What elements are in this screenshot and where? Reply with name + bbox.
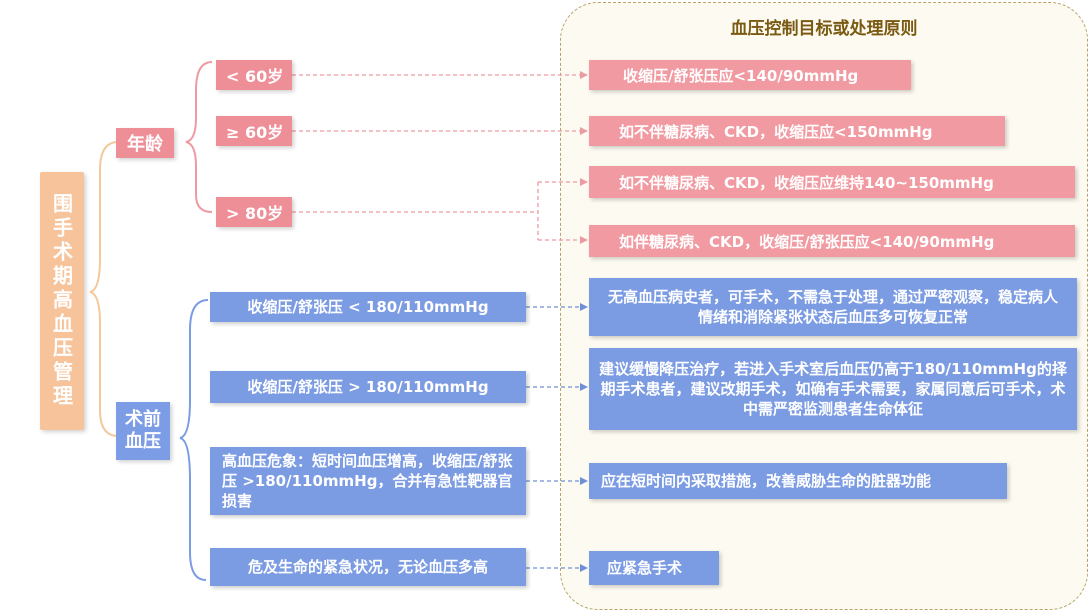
bp-condition-2: 收缩压/舒张压 > 180/110mmHg [210,371,526,403]
age-brace [185,61,213,213]
age-target-2: 如不伴糖尿病、CKD，收缩压应<150mmHg [589,116,1005,146]
age-node-over-80: > 80岁 [216,197,292,227]
age-target-3: 如不伴糖尿病、CKD，收缩压应维持140~150mmHg [589,166,1075,198]
bp-action-3: 应在短时间内采取措施，改善威胁生命的脏器功能 [589,463,1007,499]
root-node: 围手术期高血压管理 [40,172,84,430]
bp-brace [179,299,209,581]
age-target-1: 收缩压/舒张压应<140/90mmHg [589,60,911,90]
age-node-60-plus: ≥ 60岁 [216,116,292,146]
bp-condition-3: 高血压危象：短时间血压增高，收缩压/舒张压 >180/110mmHg，合并有急性… [210,447,526,515]
age-node-under-60: < 60岁 [216,60,292,90]
arrow-head [580,127,588,135]
bp-action-2: 建议缓慢降压治疗，若进入手术室后血压仍高于180/110mmHg的择期手术患者，… [589,348,1077,430]
root-brace [89,141,119,437]
bp-condition-4: 危及生命的紧急状况，无论血压多高 [210,548,526,586]
age-target-4: 如伴糖尿病、CKD，收缩压/舒张压应<140/90mmHg [589,225,1075,257]
panel-title: 血压控制目标或处理原则 [730,19,918,39]
bp-action-1: 无高血压病史者，可手术，不需急于处理，通过严密观察，稳定病人情绪和消除紧张状态后… [589,278,1077,336]
arrow-head [580,477,588,485]
arrow-head [580,303,588,311]
arrow-head [580,564,588,572]
bp-action-4: 应紧急手术 [589,551,719,585]
arrow-head [580,236,588,244]
category-age: 年龄 [116,128,174,158]
arrow-head [580,71,588,79]
arrow-head [580,178,588,186]
bp-condition-1: 收缩压/舒张压 < 180/110mmHg [210,292,526,322]
category-preop-bp: 术前 血压 [116,402,170,460]
arrow-head [580,383,588,391]
